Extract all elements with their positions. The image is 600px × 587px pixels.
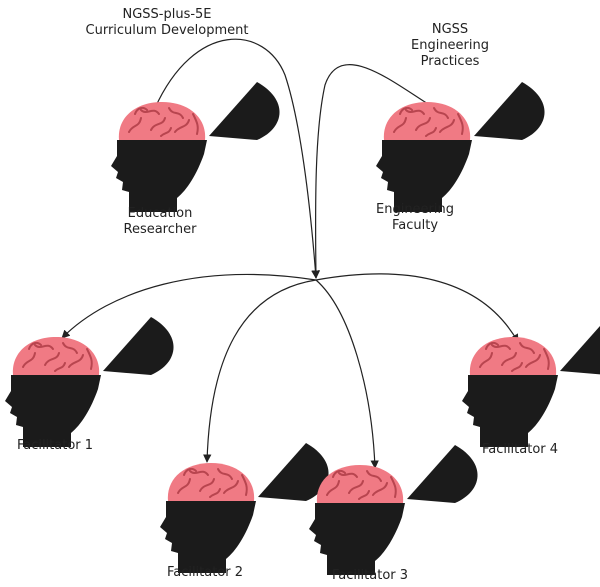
engineering-faculty-label: Engineering Faculty: [355, 202, 475, 234]
arrow-hub-to-facilitator-2: [203, 279, 317, 463]
education-researcher-label: Education Researcher: [100, 206, 220, 238]
arrow-researcher-to-hub: [154, 38, 320, 279]
facilitator-4-label: Facilitator 4: [481, 442, 559, 457]
arrow-hub-to-facilitator-3: [315, 279, 379, 469]
faculty-role-line-1: Engineering: [376, 202, 454, 217]
arrow-hub-to-facilitator-1: [61, 273, 317, 339]
arrow-hub-to-facilitator-4: [315, 273, 519, 343]
researcher-topic-line-2: Curriculum Development: [85, 23, 249, 38]
researcher-role-line-1: Education: [127, 206, 193, 221]
faculty-topic-line-2: Engineering: [411, 38, 489, 53]
facilitator-2-head-icon: [159, 442, 330, 574]
facilitator-2-label: Facilitator 2: [166, 565, 244, 580]
researcher-topic-label: NGSS-plus-5E Curriculum Development: [62, 7, 272, 39]
arrow-faculty-to-hub: [311, 64, 429, 279]
researcher-topic-line-1: NGSS-plus-5E: [122, 7, 212, 22]
faculty-topic-line-1: NGSS: [431, 22, 469, 37]
facilitator-3-label: Facilitator 3: [331, 568, 409, 583]
facilitator-3-head-icon: [308, 444, 479, 576]
engineering-faculty-head-icon: [375, 81, 546, 213]
education-researcher-head-icon: [110, 81, 281, 213]
faculty-topic-label: NGSS Engineering Practices: [380, 22, 520, 70]
facilitator-1-label: Facilitator 1: [16, 438, 94, 453]
faculty-role-line-2: Faculty: [391, 218, 439, 233]
facilitator-1-head-icon: [4, 316, 175, 448]
facilitator-4-head-icon: [461, 316, 600, 448]
researcher-role-line-2: Researcher: [123, 222, 197, 237]
faculty-topic-line-3: Practices: [420, 54, 480, 69]
